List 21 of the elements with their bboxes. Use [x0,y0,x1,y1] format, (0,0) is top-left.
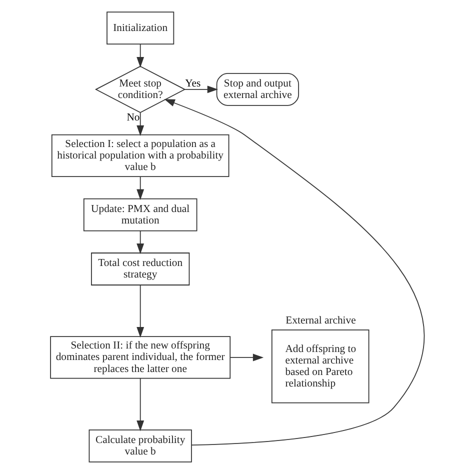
node-box: Total cost reduction strategy [90,252,190,286]
node-box: Initialization [106,12,174,45]
arrow [164,99,424,446]
node-box: Selection I: select a population as a historical population with a probability value b [50,134,229,177]
arrow [136,176,144,200]
node-box: Add offspring to external archive based on Pareto relationship [270,329,369,404]
node-box: Calculate probability value b [88,429,192,462]
arrow [230,354,264,362]
node-box: Update: PMX and dual mutation [82,198,197,232]
arrow [184,86,218,94]
arrow [136,378,144,432]
edge-label: No [126,112,140,124]
node-box: Stop and output external archive [216,72,299,106]
node-diamond: Meet stop condition? [94,66,186,114]
arrow [136,230,144,254]
node-box: Selection II: if the new offspring dominates parent individual, the former replaces the latter one [50,336,230,379]
node-label: External archive [285,315,356,326]
edge-label: Yes [184,78,200,90]
arrow [136,284,144,338]
arrow [136,112,144,136]
arrow [136,44,144,68]
